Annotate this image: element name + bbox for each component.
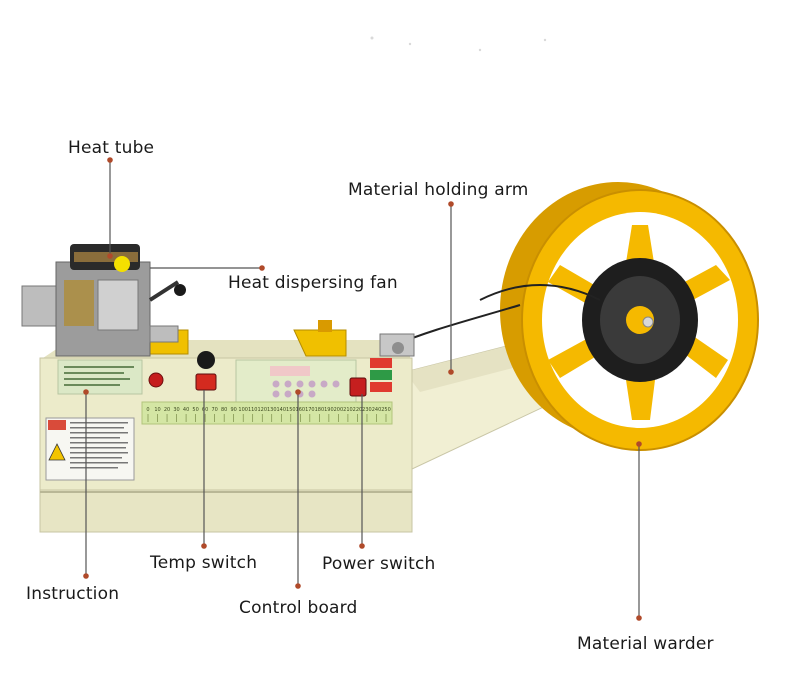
temp-switch-button: [195, 373, 217, 391]
warning-sticker: [45, 417, 135, 481]
ruler-tick-label: 90: [230, 407, 236, 413]
cutter-head: [21, 244, 186, 357]
ruler-tick-label: 160: [296, 407, 306, 413]
ruler-tick-label: 200: [334, 407, 344, 413]
ruler-tick-label: 250: [381, 407, 391, 413]
ruler-tick-label: 110: [248, 407, 258, 413]
instruction-panel: [57, 359, 143, 395]
ruler-tick-label: 80: [221, 407, 227, 413]
callout-lines: [85, 160, 640, 618]
ruler-tick-label: 50: [192, 407, 198, 413]
material-warder-reel: [500, 182, 759, 451]
label-heat-dispersing-fan: Heat dispersing fan: [228, 273, 398, 293]
ruler-tick-label: 0: [146, 407, 149, 413]
label-instruction: Instruction: [26, 584, 120, 604]
ruler-tick-label: 210: [343, 407, 353, 413]
label-heat-tube: Heat tube: [68, 138, 155, 158]
red-indicator-button: [148, 372, 164, 388]
ruler-tick-label: 140: [277, 407, 287, 413]
label-control-board: Control board: [239, 598, 358, 618]
ruler-tick-label: 150: [286, 407, 296, 413]
power-indicator-green: [370, 370, 392, 380]
power-switch-button: [349, 377, 367, 397]
control-board-keys: [270, 366, 340, 398]
ruler-tick-label: 170: [305, 407, 315, 413]
ruler-tick-label: 130: [267, 407, 277, 413]
label-material-holding-arm: Material holding arm: [348, 180, 529, 200]
ruler-tick-label: 30: [173, 407, 179, 413]
ruler-tick-label: 220: [353, 407, 363, 413]
ruler-tick-label: 60: [202, 407, 208, 413]
heat-tube: [74, 252, 138, 262]
ruler-tick-label: 20: [164, 407, 170, 413]
temp-knob: [197, 351, 215, 369]
ruler-tick-label: 70: [211, 407, 217, 413]
ruler-tick-label: 120: [257, 407, 267, 413]
ruler-tick-label: 180: [315, 407, 325, 413]
callout-dots: [83, 157, 642, 621]
ruler-tick-label: 230: [362, 407, 372, 413]
top-decoration: [370, 36, 547, 52]
label-material-warder: Material warder: [577, 634, 714, 654]
ruler-tick-label: 190: [324, 407, 334, 413]
ruler-tick-label: 240: [372, 407, 382, 413]
power-indicator-red: [370, 358, 392, 368]
ruler-tick-label: 100: [238, 407, 248, 413]
ruler-tick-label: 10: [154, 407, 160, 413]
ruler-tick-label: 40: [183, 407, 189, 413]
length-ruler: [141, 401, 393, 425]
label-temp-switch: Temp switch: [150, 553, 258, 573]
label-power-switch: Power switch: [322, 554, 436, 574]
